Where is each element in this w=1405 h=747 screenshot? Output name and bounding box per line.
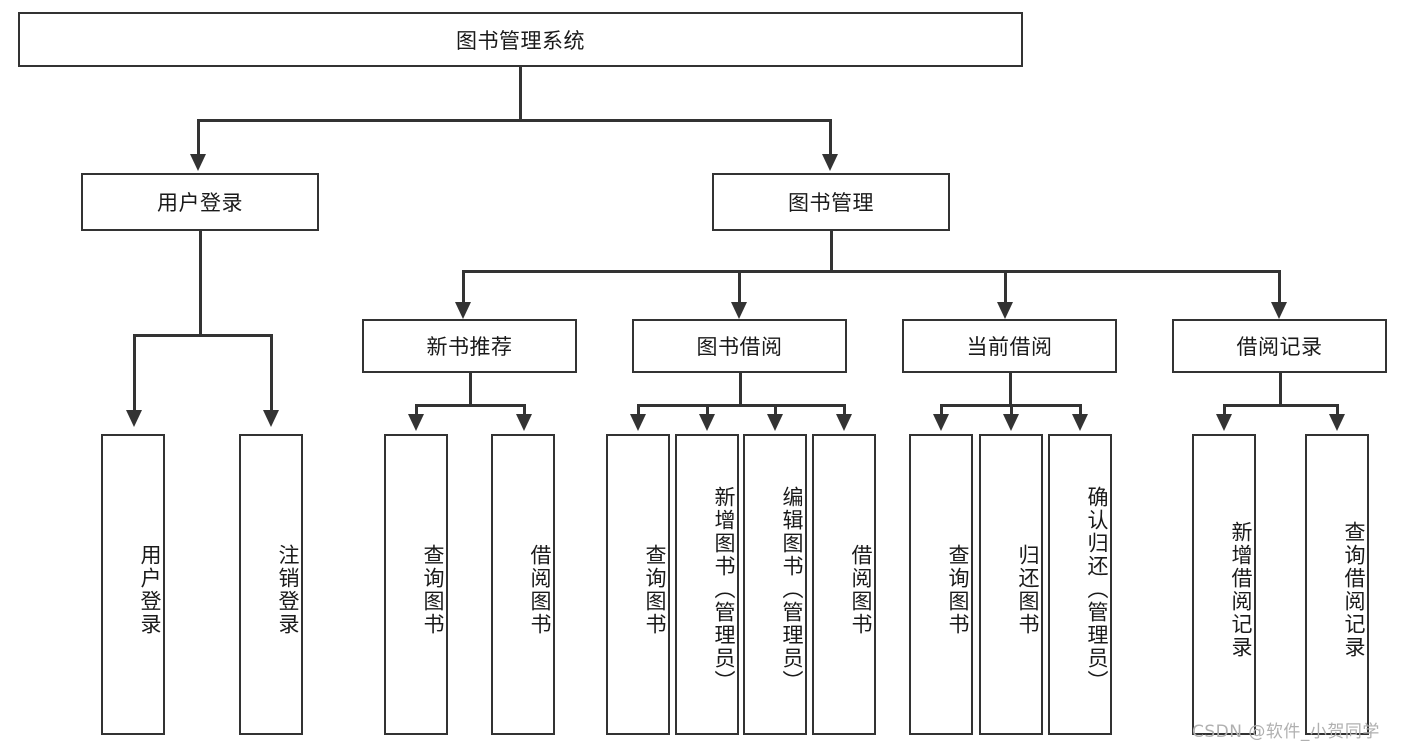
- node-label: 查询图书: [643, 543, 667, 636]
- node-book-management-system[interactable]: 图书管理系统: [18, 12, 1023, 67]
- node-label: 借阅记录: [1236, 335, 1323, 359]
- connector-user-login-drop-1: [133, 334, 136, 412]
- node-label: 查询借阅记录: [1342, 520, 1366, 659]
- connector-bm-drop-1: [462, 270, 465, 304]
- node-label: 查询图书: [421, 543, 445, 636]
- arrow-to-bb-leaf-3: [767, 414, 783, 431]
- leaf-bb-add-book-admin[interactable]: 新增图书（管理员）: [675, 434, 739, 735]
- arrow-to-cb-leaf-1: [933, 414, 949, 431]
- arrow-to-book-borrow: [731, 302, 747, 319]
- node-label: 注销登录: [276, 543, 300, 636]
- node-label: 用户登录: [138, 543, 162, 636]
- node-book-borrow[interactable]: 图书借阅: [632, 319, 847, 373]
- connector-cb-stem: [1009, 373, 1012, 406]
- node-label: 用户登录: [157, 191, 243, 215]
- node-label: 图书管理: [788, 191, 874, 215]
- connector-nbr-drop-1: [415, 404, 418, 416]
- connector-bb-drop-4: [843, 404, 846, 416]
- connector-bm-drop-2: [738, 270, 741, 304]
- node-new-book-recommend[interactable]: 新书推荐: [362, 319, 577, 373]
- connector-br-drop-1: [1223, 404, 1226, 416]
- connector-book-management-bar: [462, 270, 1280, 273]
- node-label: 借阅图书: [849, 543, 873, 636]
- connector-user-login-drop-2: [270, 334, 273, 412]
- connector-br-bar: [1223, 404, 1338, 407]
- arrow-to-br-leaf-2: [1329, 414, 1345, 431]
- connector-bb-drop-3: [774, 404, 777, 416]
- arrow-to-bb-leaf-4: [836, 414, 852, 431]
- csdn-watermark: CSDN @软件_小贺同学: [1192, 722, 1380, 742]
- leaf-user-login[interactable]: 用户登录: [101, 434, 165, 735]
- arrow-to-current-borrow: [997, 302, 1013, 319]
- connector-root-stem: [519, 67, 522, 120]
- connector-nbr-drop-2: [523, 404, 526, 416]
- arrow-to-cb-leaf-3: [1072, 414, 1088, 431]
- connector-root-drop-1: [197, 119, 200, 156]
- node-user-login[interactable]: 用户登录: [81, 173, 319, 231]
- arrow-to-bb-leaf-2: [699, 414, 715, 431]
- node-label: 新书推荐: [426, 335, 513, 359]
- arrow-to-cb-leaf-2: [1003, 414, 1019, 431]
- connector-nbr-stem: [469, 373, 472, 406]
- arrow-to-borrow-record: [1271, 302, 1287, 319]
- node-label: 新增图书（管理员）: [712, 486, 736, 693]
- arrow-to-new-book-recommend: [455, 302, 471, 319]
- node-book-management[interactable]: 图书管理: [712, 173, 950, 231]
- arrow-to-logout-leaf: [263, 410, 279, 427]
- leaf-bb-query-book[interactable]: 查询图书: [606, 434, 670, 735]
- connector-bm-drop-3: [1004, 270, 1007, 304]
- node-label: 归还图书: [1016, 543, 1040, 636]
- leaf-br-add-record[interactable]: 新增借阅记录: [1192, 434, 1256, 735]
- leaf-br-query-record[interactable]: 查询借阅记录: [1305, 434, 1369, 735]
- connector-nbr-bar: [415, 404, 525, 407]
- arrow-to-user-login: [190, 154, 206, 171]
- arrow-to-nbr-leaf-1: [408, 414, 424, 431]
- connector-user-login-bar: [133, 334, 272, 337]
- connector-bb-stem: [739, 373, 742, 406]
- connector-cb-drop-2: [1010, 404, 1013, 416]
- leaf-cb-return-book[interactable]: 归还图书: [979, 434, 1043, 735]
- arrow-to-br-leaf-1: [1216, 414, 1232, 431]
- connector-bb-drop-2: [706, 404, 709, 416]
- node-label: 编辑图书（管理员）: [780, 486, 804, 693]
- connector-br-stem: [1279, 373, 1282, 406]
- node-borrow-record[interactable]: 借阅记录: [1172, 319, 1387, 373]
- leaf-logout[interactable]: 注销登录: [239, 434, 303, 735]
- connector-bm-drop-4: [1278, 270, 1281, 304]
- connector-root-bar: [197, 119, 831, 122]
- leaf-nbr-borrow-book[interactable]: 借阅图书: [491, 434, 555, 735]
- leaf-bb-borrow-book[interactable]: 借阅图书: [812, 434, 876, 735]
- connector-cb-drop-3: [1079, 404, 1082, 416]
- connector-br-drop-2: [1336, 404, 1339, 416]
- connector-root-drop-2: [829, 119, 832, 156]
- node-label: 图书管理系统: [456, 28, 585, 53]
- node-current-borrow[interactable]: 当前借阅: [902, 319, 1117, 373]
- node-label: 当前借阅: [966, 335, 1053, 359]
- node-label: 新增借阅记录: [1229, 520, 1253, 659]
- leaf-cb-query-book[interactable]: 查询图书: [909, 434, 973, 735]
- connector-cb-drop-1: [940, 404, 943, 416]
- node-label: 确认归还（管理员）: [1085, 486, 1109, 693]
- arrow-to-user-login-leaf: [126, 410, 142, 427]
- arrow-to-nbr-leaf-2: [516, 414, 532, 431]
- connector-bb-drop-1: [637, 404, 640, 416]
- leaf-cb-confirm-return-admin[interactable]: 确认归还（管理员）: [1048, 434, 1112, 735]
- connector-bb-bar: [637, 404, 846, 407]
- arrow-to-book-management: [822, 154, 838, 171]
- node-label: 借阅图书: [528, 543, 552, 636]
- leaf-nbr-query-book[interactable]: 查询图书: [384, 434, 448, 735]
- leaf-bb-edit-book-admin[interactable]: 编辑图书（管理员）: [743, 434, 807, 735]
- arrow-to-bb-leaf-1: [630, 414, 646, 431]
- connector-user-login-stem: [199, 231, 202, 335]
- node-label: 查询图书: [946, 543, 970, 636]
- connector-book-management-stem: [830, 231, 833, 272]
- node-label: 图书借阅: [696, 335, 783, 359]
